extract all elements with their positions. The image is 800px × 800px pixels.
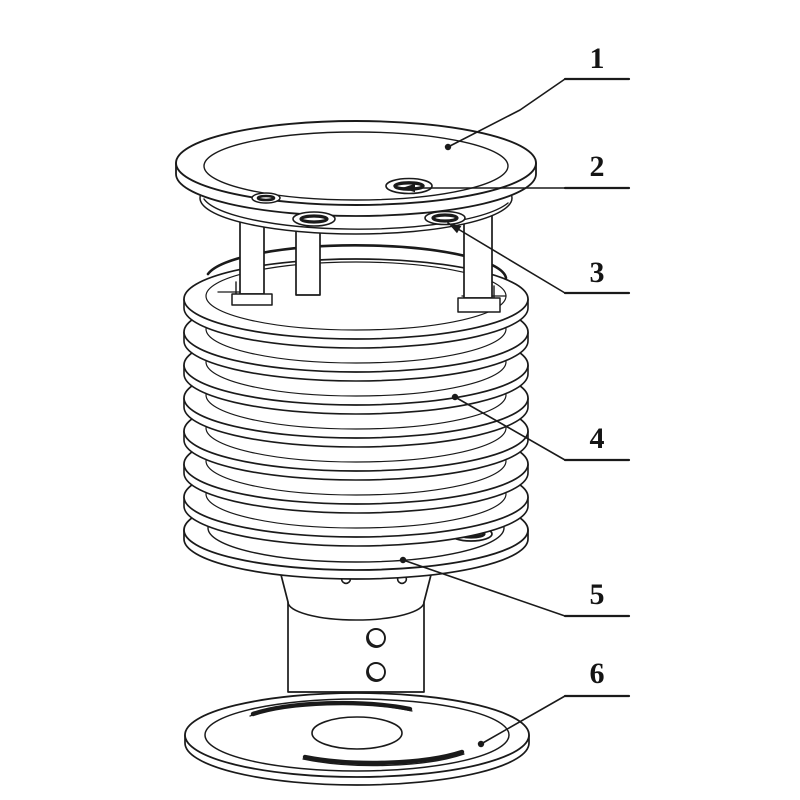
top-cover-disc <box>175 120 537 235</box>
callout-arrow-marker <box>448 223 462 234</box>
callout-leader-line <box>447 78 566 148</box>
vent-slot-underside <box>292 211 336 227</box>
callout-leader-line <box>454 396 566 461</box>
base-mounting-plate <box>184 692 530 786</box>
callout-leader-line <box>447 222 566 294</box>
louvre-plate-stack <box>183 244 529 547</box>
callout-dot-marker <box>399 556 407 564</box>
callout-leader-line <box>402 559 566 617</box>
callout-dot-marker <box>477 740 485 748</box>
vent-slot-underside <box>251 192 281 204</box>
callout-dot-marker <box>444 143 452 151</box>
callout-6: 6 <box>589 657 605 690</box>
callout-arrow-marker <box>402 183 415 193</box>
callout-5: 5 <box>589 578 605 611</box>
callout-leader-line <box>480 695 566 745</box>
callout-2: 2 <box>589 150 605 183</box>
callout-4: 4 <box>589 422 605 455</box>
callout-dot-marker <box>451 393 459 401</box>
callout-3: 3 <box>589 256 605 289</box>
vent-slot-group <box>251 177 466 227</box>
callout-1: 1 <box>589 42 605 75</box>
support-post <box>295 222 321 296</box>
vent-slot-underside <box>424 210 466 226</box>
